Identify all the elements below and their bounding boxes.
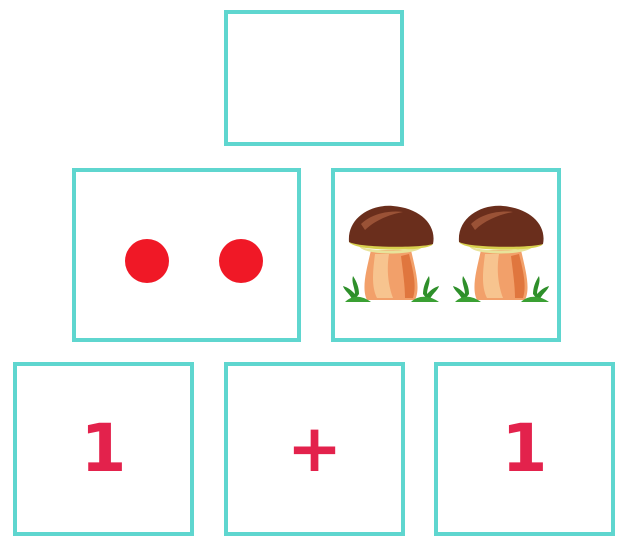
mushrooms-card — [331, 168, 561, 342]
answer-box[interactable] — [224, 10, 404, 146]
dots-card — [72, 168, 301, 342]
mushroom-icon — [341, 202, 441, 304]
left-number: 1 — [17, 416, 190, 482]
operator-card: + — [224, 362, 405, 536]
red-dot — [219, 239, 263, 283]
red-dot — [125, 239, 169, 283]
mushroom-icon — [451, 202, 551, 304]
plus-sign: + — [228, 416, 401, 482]
left-number-card: 1 — [13, 362, 194, 536]
right-number-card: 1 — [434, 362, 615, 536]
right-number: 1 — [438, 416, 611, 482]
